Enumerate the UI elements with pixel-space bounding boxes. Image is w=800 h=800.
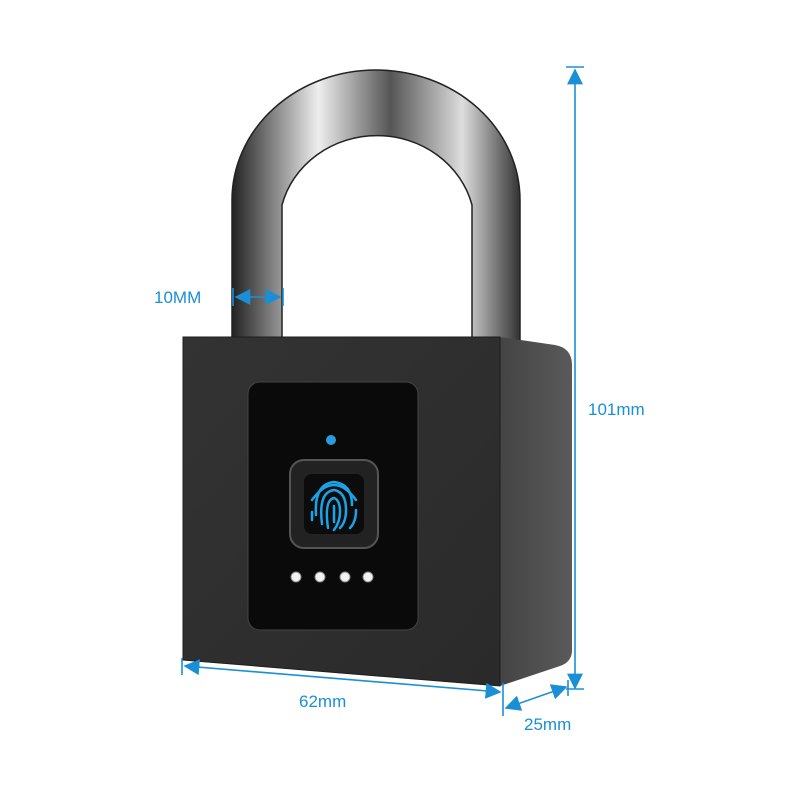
depth-label: 25mm (524, 715, 572, 734)
body-side (500, 337, 572, 686)
status-led (326, 435, 336, 445)
indicator-dots (290, 571, 374, 583)
width-dim-line (183, 659, 502, 699)
fingerprint-icon (304, 474, 364, 534)
height-label: 101mm (588, 400, 645, 419)
shackle-thickness-label: 10MM (154, 288, 202, 307)
shackle (231, 69, 521, 341)
width-label: 62mm (299, 692, 347, 711)
dimension-lines (181, 66, 584, 716)
depth-dim-line (504, 684, 568, 711)
